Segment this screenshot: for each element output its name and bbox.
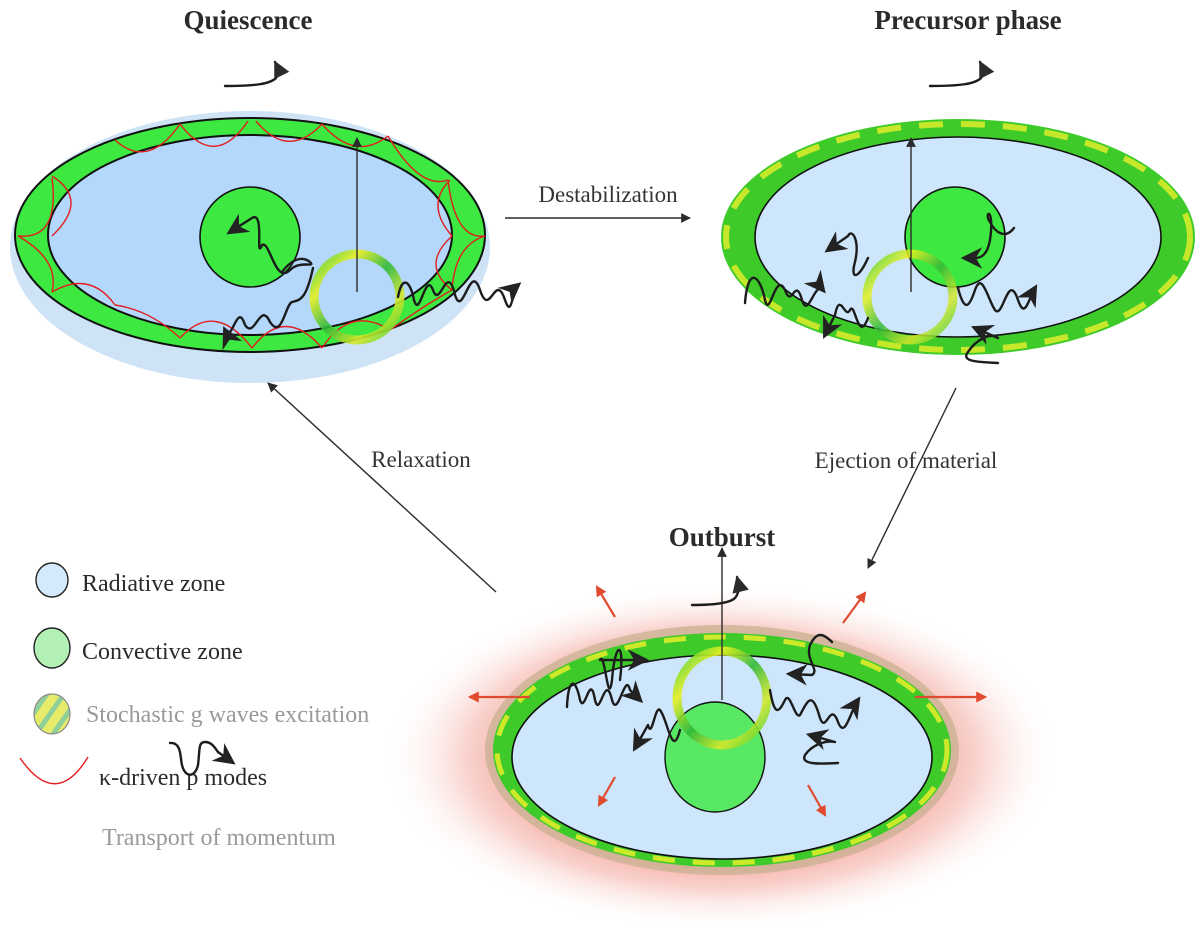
quiescence-panel: Quiescence <box>10 5 522 383</box>
precursor-panel: Precursor phase <box>721 5 1195 365</box>
legend: Radiative zone Convective zone Stochasti… <box>19 562 369 851</box>
convective-zone-swatch <box>33 627 71 669</box>
wave-arrow <box>956 282 1038 313</box>
outward-wave-arrow <box>396 280 522 308</box>
envelope-g-wave-pattern <box>723 121 1193 353</box>
g-wave-excitation-ring <box>862 249 958 345</box>
wave-arrow <box>965 324 1000 365</box>
legend-item-g-waves: Stochastic g waves excitation <box>33 693 369 735</box>
transition-ejection: Ejection of material <box>815 387 998 569</box>
core-wave-arrow <box>960 212 1016 269</box>
outburst-panel: Outburst <box>382 522 1062 932</box>
ejection-arrow <box>867 387 957 569</box>
legend-item-radiative: Radiative zone <box>35 562 225 598</box>
legend-item-convective: Convective zone <box>33 627 243 669</box>
transition-relaxation: Relaxation <box>267 382 497 593</box>
legend-label: Transport of momentum <box>102 825 336 851</box>
core-wave-arrow <box>226 213 313 275</box>
quiescence-title: Quiescence <box>184 5 313 35</box>
wave-arrow <box>565 680 644 709</box>
rotation-arrow-icon <box>928 60 995 88</box>
precursor-title: Precursor phase <box>874 5 1061 35</box>
legend-label: Stochastic g waves excitation <box>86 702 369 728</box>
wave-arrow <box>632 708 682 752</box>
contraction-arrow-down-left <box>597 776 616 807</box>
p-mode-curve <box>19 756 89 785</box>
relaxation-label: Relaxation <box>371 447 471 472</box>
g-wave-excitation-swatch <box>33 693 71 735</box>
radiative-zone-swatch <box>35 562 69 598</box>
legend-label: Convective zone <box>82 639 243 665</box>
transition-destabilization: Destabilization <box>505 182 691 223</box>
wave-arrow <box>823 303 870 339</box>
legend-item-p-modes: κ-driven p modes <box>19 756 267 791</box>
wave-arrow <box>824 231 870 277</box>
ejection-label: Ejection of material <box>815 448 998 473</box>
relaxation-arrow <box>267 382 497 593</box>
rotation-arrow-icon <box>690 575 749 607</box>
ejection-arrow-up-left <box>595 585 616 618</box>
wave-arrow <box>743 269 826 307</box>
destabilization-label: Destabilization <box>538 182 678 207</box>
contraction-arrow-down-right <box>807 784 827 817</box>
legend-label: Radiative zone <box>82 571 225 597</box>
wave-arrow <box>598 648 650 690</box>
wave-arrow <box>768 688 861 730</box>
inward-wave-arrow <box>222 266 315 351</box>
wave-arrow <box>803 729 840 765</box>
wave-arrow <box>785 633 834 686</box>
legend-item-momentum: Transport of momentum <box>102 740 336 851</box>
momentum-wave-arrow <box>168 740 236 776</box>
outburst-title: Outburst <box>669 522 776 552</box>
rotation-arrow-icon <box>223 60 290 88</box>
ejection-arrow-up-right <box>842 591 867 624</box>
